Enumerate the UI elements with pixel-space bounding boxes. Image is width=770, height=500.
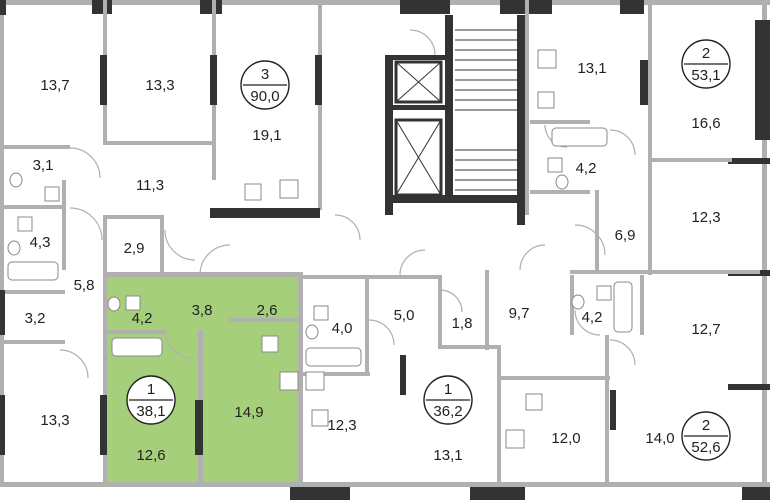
rooms-count: 1 [444,381,452,398]
room-area: 11,3 [136,177,164,194]
room-area: 12,3 [327,417,356,434]
apartment-badge[interactable]: 3 90,0 [240,60,290,110]
apartment-badge[interactable]: 1 38,1 [126,375,176,425]
toilet-icon [571,294,585,310]
doors [59,29,636,379]
sink-icon [547,157,563,173]
room-area: 4,2 [132,310,153,327]
room-area: 12,3 [691,209,720,226]
outer-wall-top [0,0,770,5]
outer-wall-bottom [0,482,770,487]
stove-icon [279,371,299,391]
total-area: 36,2 [433,403,462,420]
room-area: 12,0 [551,430,580,447]
total-area: 38,1 [136,403,165,420]
sink-icon [525,393,543,411]
room-area: 12,6 [136,447,165,464]
stove-icon [505,429,525,449]
sink-icon [44,186,60,202]
room-area: 4,2 [582,309,603,326]
outer-wall-left [0,0,4,487]
room-area: 14,9 [234,404,263,421]
room-area-labels: 13,7 13,3 19,1 13,1 16,6 3,1 11,3 4,2 4,… [25,60,721,464]
room-area: 13,1 [577,60,606,77]
room-area: 3,8 [192,302,213,319]
room-area: 5,8 [74,277,95,294]
sink-icon [596,285,612,301]
room-area: 6,9 [615,227,636,244]
total-area: 53,1 [691,67,720,84]
bathtub-icon [7,261,59,281]
room-area: 13,3 [40,412,69,429]
apartment-badge[interactable]: 2 52,6 [681,411,731,461]
apartment-badge[interactable]: 1 36,2 [423,375,473,425]
rooms-count: 2 [702,417,710,434]
room-area: 13,3 [145,77,174,94]
rooms-count: 1 [147,381,155,398]
stove-icon [279,179,299,199]
room-area: 14,0 [645,430,674,447]
total-area: 90,0 [250,88,279,105]
room-area: 12,7 [691,321,720,338]
toilet-icon [107,296,121,312]
room-area: 9,7 [509,305,530,322]
sink-icon [313,305,329,321]
room-area: 2,9 [124,240,145,257]
stove-icon [305,371,325,391]
total-area: 52,6 [691,439,720,456]
outer-wall-right [762,0,767,487]
room-area: 19,1 [252,127,281,144]
bathtub-icon [613,281,633,333]
room-area: 4,2 [576,160,597,177]
windows-top [0,0,644,15]
room-area: 13,7 [40,77,69,94]
staircase [455,29,518,191]
sink-icon [537,91,555,109]
sink-icon [244,183,262,201]
sink-icon [125,295,141,311]
elevator-shafts [394,60,443,197]
toilet-icon [7,240,21,256]
toilet-icon [555,174,569,190]
stove-icon [537,49,557,69]
room-area: 1,8 [452,315,473,332]
windows-bottom [290,487,770,500]
sink-icon [17,216,33,232]
fixtures [7,49,633,449]
bathtub-icon [551,127,608,147]
bathtub-icon [111,337,163,357]
room-area: 13,1 [433,447,462,464]
room-area: 4,0 [332,320,353,337]
sink-icon [311,409,329,427]
sink-icon [261,335,279,353]
toilet-icon [305,324,319,340]
room-area: 3,2 [25,310,46,327]
rooms-count: 2 [702,45,710,62]
room-area: 2,6 [257,302,278,319]
apartment-badge[interactable]: 2 53,1 [681,39,731,89]
room-area: 16,6 [691,115,720,132]
room-area: 3,1 [33,157,54,174]
bathtub-icon [305,347,362,367]
rooms-count: 3 [261,66,269,83]
structural-walls [0,15,648,455]
room-area: 5,0 [394,307,415,324]
room-area: 4,3 [30,234,51,251]
toilet-icon [9,172,23,188]
